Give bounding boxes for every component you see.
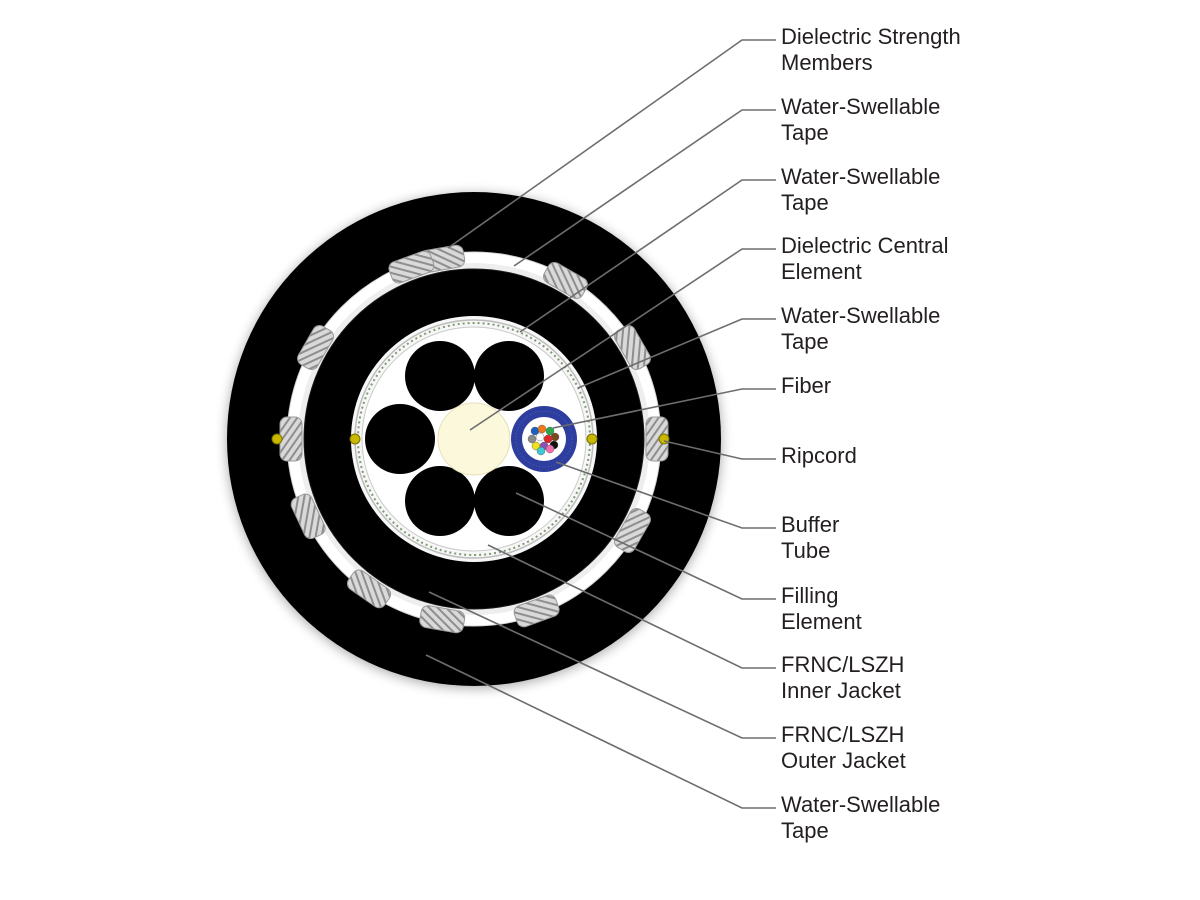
ripcord-2 (349, 433, 361, 445)
strength-member-rod (419, 605, 466, 634)
central-element (437, 402, 511, 476)
fiber-6 (535, 432, 545, 442)
strength-member-rod (543, 262, 588, 299)
strength-member-8 (346, 569, 392, 609)
label-fiber-line-1: Fiber (781, 373, 832, 398)
label-inner-jacket-line-2: Inner Jacket (781, 678, 901, 703)
label-dielectric-strength-members-line-1: Dielectric Strength (781, 24, 961, 49)
leader-line-water-swellable-tape-outer (513, 109, 776, 267)
filling-element-4 (405, 466, 475, 536)
strength-member-10 (279, 416, 303, 462)
label-water-swellable-tape-middle-line-1: Water-Swellable (781, 164, 941, 189)
leader-line-dielectric-strength-members (447, 39, 776, 249)
strength-member-12 (388, 250, 435, 284)
filling-element-1 (405, 341, 475, 411)
strength-member-rod (279, 416, 303, 462)
fiber-2 (537, 424, 547, 434)
buffer-tube-texture (515, 410, 573, 468)
leader-line-buffer-tube (555, 461, 776, 529)
cable-body (227, 192, 721, 686)
leader-line-outer-jacket (428, 591, 776, 739)
leader-line-water-swellable-tape-middle (519, 179, 776, 333)
label-water-swellable-tape-outer-line-1: Water-Swellable (781, 94, 941, 119)
fiber-12 (536, 446, 546, 456)
fiber-4 (550, 432, 560, 442)
fiber-7 (543, 434, 553, 444)
label-ripcord: Ripcord (781, 443, 1181, 469)
strength-member-rod (513, 594, 560, 628)
filling-element-5 (474, 466, 544, 536)
filling-element-2 (474, 341, 544, 411)
label-water-swellable-tape-middle-line-2: Tape (781, 190, 829, 215)
label-buffer-tube-line-1: Buffer (781, 512, 840, 537)
label-inner-jacket-line-1: FRNC/LSZH (781, 652, 905, 677)
label-outer-jacket-line-2: Outer Jacket (781, 748, 906, 773)
fiber-5 (527, 434, 537, 444)
label-filling-element-line-2: Element (781, 609, 862, 634)
label-buffer-tube-line-2: Tube (781, 538, 831, 563)
label-outer-jacket-line-1: FRNC/LSZH (781, 722, 905, 747)
strength-member-11 (297, 325, 334, 370)
strength-member-rod (346, 569, 392, 609)
strength-member-9 (290, 493, 326, 540)
label-fiber: Fiber (781, 373, 1181, 399)
fiber-11 (545, 444, 555, 454)
strength-member-rod (388, 250, 435, 284)
strength-member-rod (614, 508, 651, 553)
leader-line-water-swellable-tape-core (425, 654, 776, 809)
leader-line-inner-jacket (487, 544, 776, 669)
label-water-swellable-tape-core-line-1: Water-Swellable (781, 792, 941, 817)
ripcord-1 (271, 433, 283, 445)
label-dielectric-central-element-line-1: Dielectric Central (781, 233, 949, 258)
strength-member-6 (513, 594, 560, 628)
label-dielectric-central-element-line-2: Element (781, 259, 862, 284)
fiber-3 (545, 426, 555, 436)
leader-line-dielectric-central-element (469, 248, 776, 431)
label-water-swellable-tape-core-line-2: Tape (781, 818, 829, 843)
leader-lines (425, 39, 776, 809)
strength-member-rod (290, 493, 326, 540)
ripcord-3 (586, 433, 598, 445)
leader-line-water-swellable-tape-inner (577, 318, 776, 389)
label-dielectric-strength-members-line-2: Members (781, 50, 873, 75)
leader-line-filling-element (515, 492, 776, 600)
leader-line-ripcord (663, 440, 776, 460)
label-water-swellable-tape-outer-line-2: Tape (781, 120, 829, 145)
leader-line-fiber (552, 388, 776, 429)
inner-jacket-edge (303, 268, 645, 610)
label-filling-element-line-1: Filling (781, 583, 839, 608)
label-water-swellable-tape-inner-line-1: Water-Swellable (781, 303, 941, 328)
strength-member-5 (614, 508, 651, 553)
strength-member-rod (297, 325, 334, 370)
strength-member-7 (419, 605, 466, 634)
label-water-swellable-tape-inner-line-2: Tape (781, 329, 829, 354)
filling-element-3 (365, 404, 435, 474)
label-ripcord-line-1: Ripcord (781, 443, 857, 468)
strength-member-2 (543, 262, 588, 299)
